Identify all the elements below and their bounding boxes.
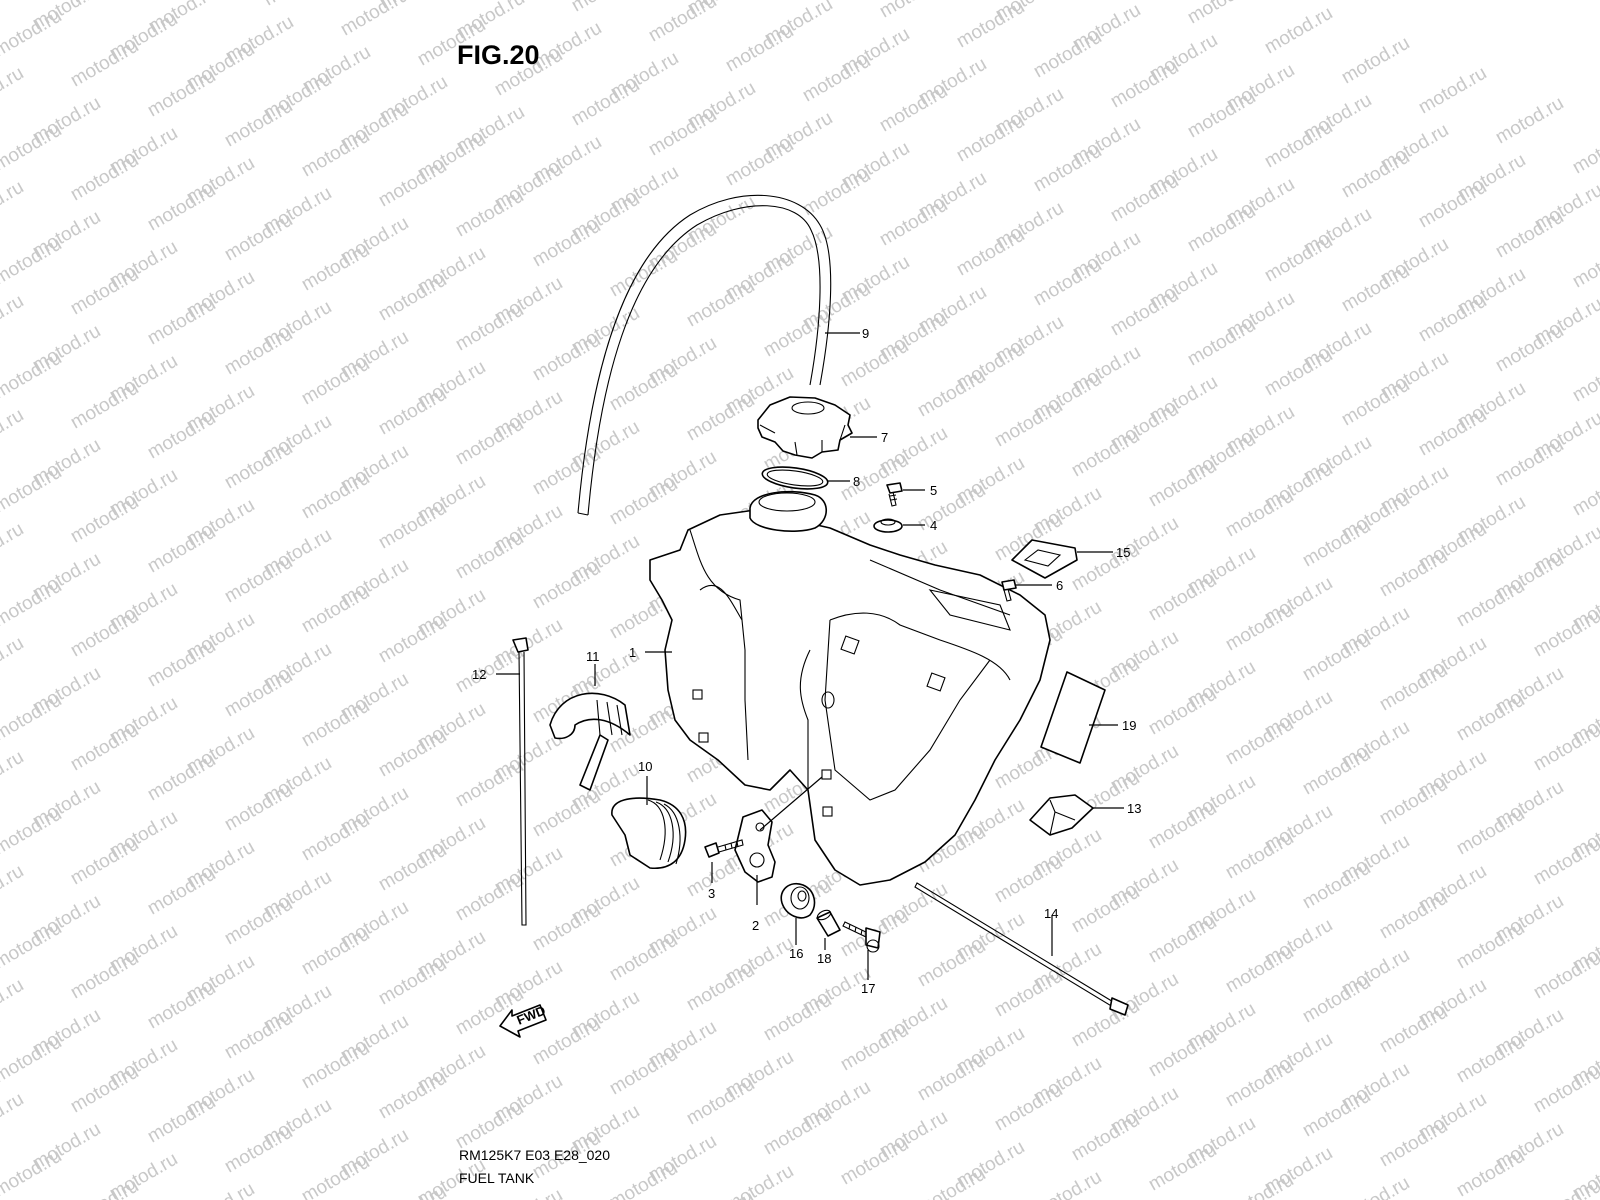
part-17-bolt[interactable]: [842, 921, 881, 953]
callout-8: 8: [853, 474, 860, 489]
callout-7: 7: [881, 430, 888, 445]
callout-17: 17: [861, 981, 875, 996]
part-4-nut[interactable]: [873, 518, 903, 533]
callout-13: 13: [1127, 801, 1141, 816]
part-1-fuel-tank[interactable]: [649, 509, 1051, 886]
callout-5: 5: [930, 483, 937, 498]
part-5-screw[interactable]: [886, 482, 903, 507]
part-2-bracket[interactable]: [734, 809, 776, 883]
fwd-arrow-icon: FWD: [499, 1003, 548, 1038]
callout-16: 16: [789, 946, 803, 961]
callout-6: 6: [1056, 578, 1063, 593]
callout-12: 12: [472, 667, 486, 682]
callout-1: 1: [629, 645, 636, 660]
callout-labels: 1 2 3 4 5 6 7 8 9 10 11 12 13 14 15 16 1…: [472, 326, 1141, 996]
part-3-bolt[interactable]: [704, 839, 744, 858]
part-9-breather-hose[interactable]: [577, 194, 832, 516]
part-12-cable-tie[interactable]: [512, 637, 529, 926]
tank-filler-neck: [749, 490, 828, 532]
part-15-tank-strap[interactable]: [1011, 539, 1078, 579]
part-8-cap-gasket[interactable]: [761, 464, 829, 493]
callout-19: 19: [1122, 718, 1136, 733]
leader-lines: [496, 332, 1124, 980]
callout-9: 9: [862, 326, 869, 341]
callout-3: 3: [708, 886, 715, 901]
part-18-collar[interactable]: [816, 908, 841, 937]
callout-11: 11: [586, 649, 600, 664]
part-7-fuel-cap[interactable]: [757, 396, 853, 459]
callout-4: 4: [930, 518, 937, 533]
part-19-pad[interactable]: [1040, 671, 1106, 764]
callout-10: 10: [638, 759, 652, 774]
figure-title: FIG.20: [457, 40, 540, 70]
callout-15: 15: [1116, 545, 1130, 560]
part-16-grommet[interactable]: [780, 883, 816, 919]
callout-2: 2: [752, 918, 759, 933]
part-11-clamp-band[interactable]: [549, 692, 631, 791]
callout-18: 18: [817, 951, 831, 966]
figure-name: FUEL TANK: [459, 1170, 535, 1186]
part-6-screw[interactable]: [1001, 579, 1017, 602]
part-10-rubber-sleeve[interactable]: [611, 797, 687, 869]
figure-code: RM125K7 E03 E28_020: [459, 1147, 610, 1163]
part-13-cushion[interactable]: [1029, 794, 1094, 836]
callout-14: 14: [1044, 906, 1058, 921]
part-14-long-cable-tie[interactable]: [914, 882, 1129, 1016]
